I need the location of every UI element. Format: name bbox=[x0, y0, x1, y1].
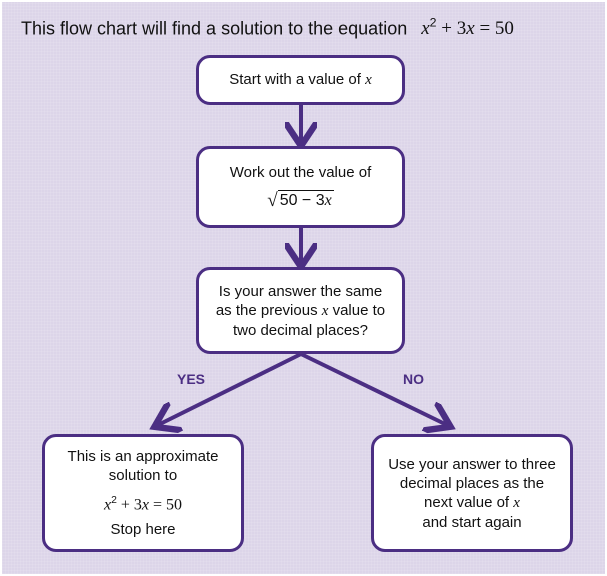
yes-result-box: This is an approximate solution to x2 + … bbox=[42, 434, 244, 552]
flowchart-title: This flow chart will find a solution to … bbox=[21, 16, 514, 40]
no-label: NO bbox=[403, 371, 424, 387]
square-root-expression: √50 − 3x bbox=[267, 190, 334, 211]
no-result-box: Use your answer to three decimal places … bbox=[371, 434, 573, 552]
arrow-yes bbox=[158, 352, 302, 425]
decision-box: Is your answer the same as the previous … bbox=[196, 267, 405, 354]
title-text: This flow chart will find a solution to … bbox=[21, 18, 408, 39]
yes-label: YES bbox=[177, 371, 206, 387]
start-box: Start with a value of x bbox=[196, 55, 405, 105]
work-out-box: Work out the value of √50 − 3x bbox=[196, 146, 405, 228]
arrow-no bbox=[300, 352, 447, 425]
title-equation: x2 + 3x = 50 bbox=[421, 16, 514, 40]
